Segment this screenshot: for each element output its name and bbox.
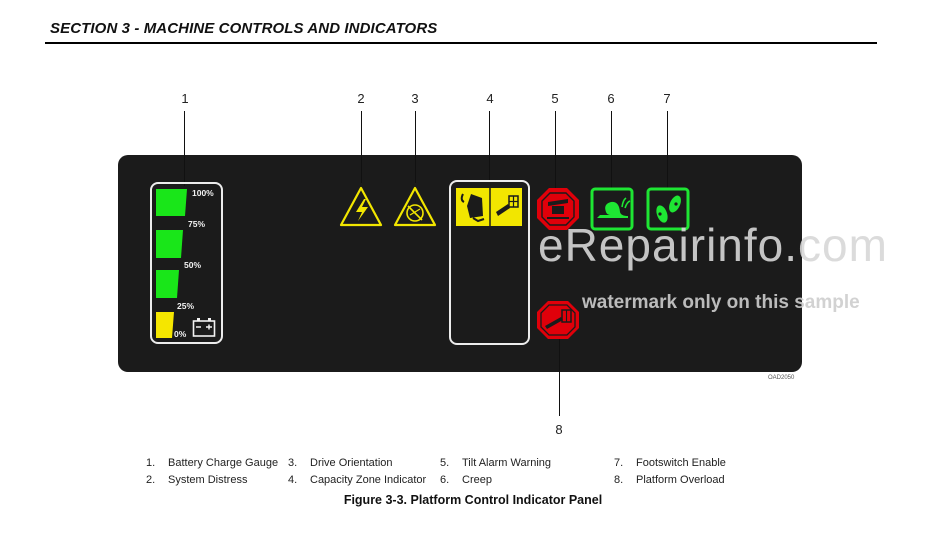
legend-number: 4.	[288, 474, 298, 486]
gauge-segment-75	[156, 230, 183, 258]
callout-3: 3	[411, 91, 419, 106]
legend-number: 7.	[614, 457, 624, 469]
callout-7: 7	[663, 91, 671, 106]
leader-line-7	[667, 111, 669, 188]
gauge-segment-50	[156, 270, 179, 298]
footswitch-enable-icon	[646, 187, 690, 231]
callout-6: 6	[607, 91, 615, 106]
creep-icon	[590, 187, 634, 231]
legend-label: Drive Orientation	[310, 457, 393, 469]
callout-8: 8	[555, 422, 563, 437]
callout-2: 2	[357, 91, 365, 106]
gauge-label-75: 75%	[188, 219, 206, 229]
gauge-label-100: 100%	[192, 188, 214, 198]
leader-line-4	[489, 111, 491, 181]
gauge-label-0: 0%	[174, 329, 187, 339]
gauge-label-25: 25%	[177, 301, 195, 311]
system-distress-icon	[339, 186, 383, 227]
leader-line-5	[555, 111, 557, 189]
tilt-alarm-icon	[537, 188, 579, 230]
leader-line-2	[361, 111, 363, 183]
tilt-alarm-warning-icon	[393, 186, 437, 227]
battery-charge-gauge	[150, 182, 223, 344]
gauge-segment-25	[156, 312, 174, 338]
callout-1: 1	[181, 91, 189, 106]
header-rule	[45, 42, 877, 44]
platform-overload-icon	[537, 301, 579, 339]
capacity-zone-indicator	[449, 180, 530, 345]
leader-line-1	[184, 111, 186, 186]
legend-label: Tilt Alarm Warning	[462, 457, 552, 469]
gauge-label-50: 50%	[184, 260, 202, 270]
legend-label: Footswitch Enable	[636, 457, 726, 469]
legend-label: Creep	[462, 474, 492, 486]
legend-number: 8.	[614, 474, 624, 486]
legend-label: System Distress	[168, 474, 248, 486]
legend-number: 6.	[440, 474, 450, 486]
legend-number: 3.	[288, 457, 298, 469]
leader-line-3	[415, 111, 417, 183]
watermark-brand: eRepairinfo.com	[538, 219, 888, 271]
legend-label: Battery Charge Gauge	[168, 457, 279, 469]
gauge-segments	[156, 189, 187, 338]
gauge-segment-100	[156, 189, 187, 216]
callout-4: 4	[486, 91, 494, 106]
leader-line-8	[559, 336, 561, 416]
legend-number: 1.	[146, 457, 156, 469]
figure-reference-code: OAD2050	[768, 375, 795, 381]
leader-line-6	[611, 111, 613, 188]
battery-icon	[192, 318, 216, 337]
callout-5: 5	[551, 91, 559, 106]
legend-number: 5.	[440, 457, 450, 469]
legend-number: 2.	[146, 474, 156, 486]
legend-label: Capacity Zone Indicator	[310, 474, 427, 486]
legend-label: Platform Overload	[636, 474, 725, 486]
drive-orientation-icon	[456, 188, 522, 226]
section-title: SECTION 3 - MACHINE CONTROLS AND INDICAT…	[50, 20, 438, 37]
watermark-note: watermark only on this sample	[582, 292, 860, 313]
figure-caption: Figure 3-3. Platform Control Indicator P…	[343, 493, 603, 507]
